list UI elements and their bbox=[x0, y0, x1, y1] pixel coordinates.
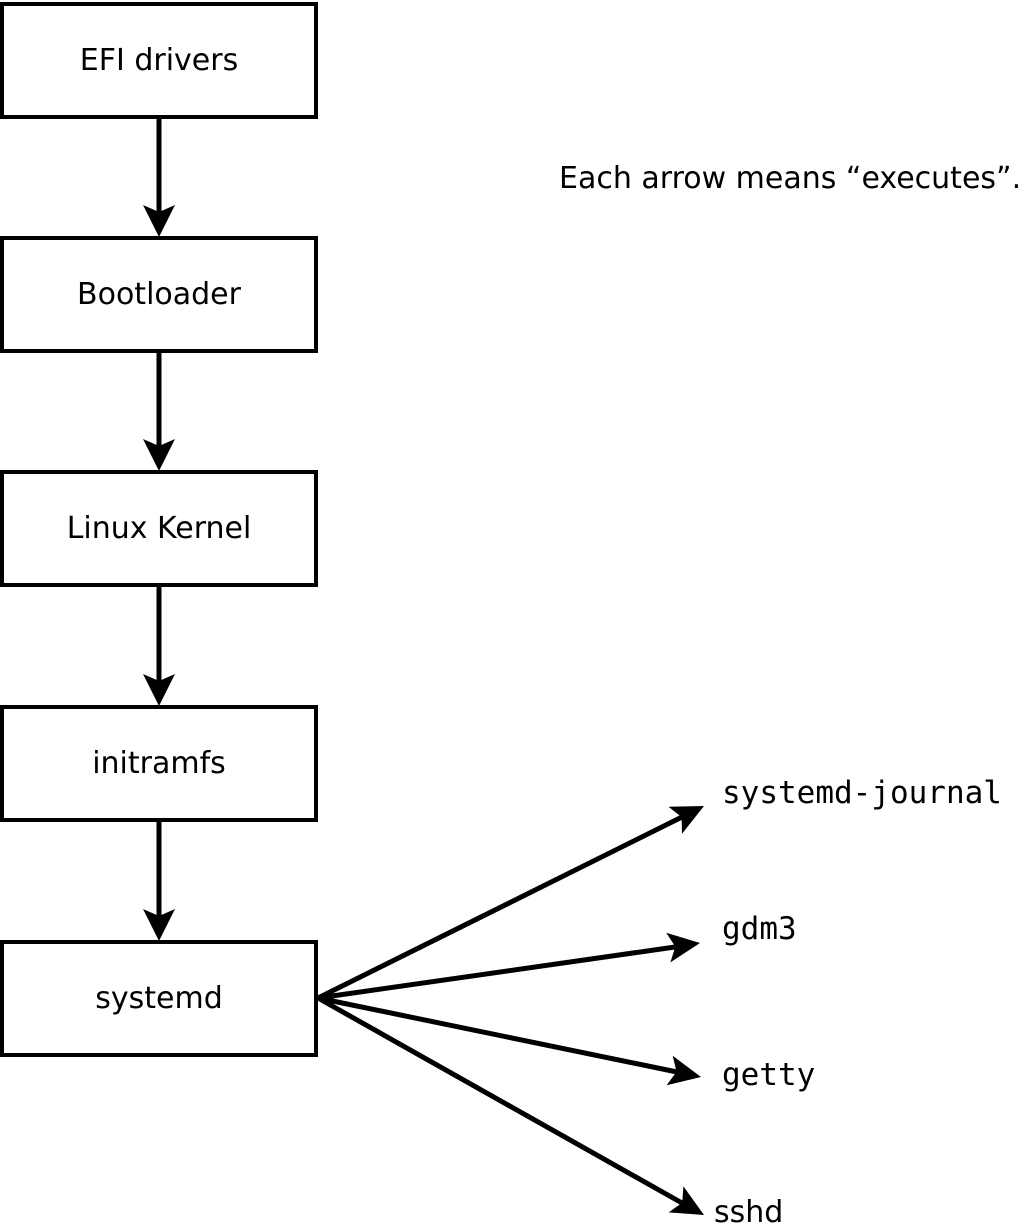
arrow-systemd-to-getty bbox=[317, 995, 701, 1086]
node-initramfs-label: initramfs bbox=[92, 746, 226, 781]
node-linux-kernel-label: Linux Kernel bbox=[66, 511, 252, 546]
arrow-systemd-to-sshd bbox=[316, 995, 704, 1215]
process-label-getty: getty bbox=[722, 1057, 816, 1093]
arrow-bootloader-to-kernel bbox=[143, 353, 175, 471]
node-initramfs: initramfs bbox=[0, 705, 318, 822]
node-linux-kernel: Linux Kernel bbox=[0, 470, 318, 587]
arrow-systemd-to-systemd-journal bbox=[316, 806, 704, 1001]
process-label-sshd: sshd bbox=[714, 1195, 784, 1230]
process-label-gdm3: gdm3 bbox=[722, 911, 797, 947]
node-systemd: systemd bbox=[0, 940, 318, 1057]
arrow-initramfs-to-systemd bbox=[143, 822, 175, 941]
arrow-systemd-to-gdm3 bbox=[317, 932, 700, 1001]
arrow-kernel-to-initramfs bbox=[143, 587, 175, 706]
legend-note: Each arrow means “executes”. bbox=[559, 161, 1022, 196]
arrow-efi-to-bootloader bbox=[143, 119, 175, 237]
node-efi-drivers: EFI drivers bbox=[0, 2, 318, 119]
node-systemd-label: systemd bbox=[95, 981, 223, 1016]
node-efi-drivers-label: EFI drivers bbox=[79, 43, 239, 78]
node-bootloader-label: Bootloader bbox=[77, 277, 241, 312]
process-label-systemd-journal: systemd-journal bbox=[722, 775, 1002, 811]
node-bootloader: Bootloader bbox=[0, 236, 318, 353]
